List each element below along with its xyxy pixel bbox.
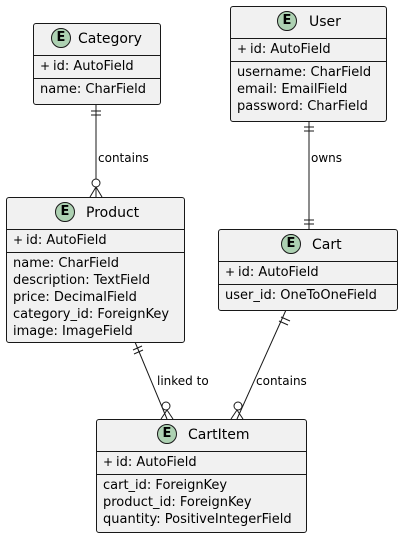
field: name: CharField xyxy=(13,256,120,271)
public-marker: + xyxy=(237,42,248,56)
field: cart_id: ForeignKey xyxy=(103,478,228,493)
entity-title: CartItem xyxy=(188,427,250,443)
fields-section: name: CharField description: TextField p… xyxy=(7,252,184,343)
field: name: CharField xyxy=(40,82,147,97)
key-section: +id: AutoField xyxy=(34,55,160,78)
primary-key-field: id: AutoField xyxy=(53,59,134,74)
entity-category[interactable]: E Category +id: AutoField name: CharFiel… xyxy=(33,23,161,105)
entity-header: E Category xyxy=(34,24,160,55)
public-marker: + xyxy=(13,233,24,247)
entity-badge-icon: E xyxy=(51,28,71,48)
entity-header: E User xyxy=(231,7,386,38)
entity-title: Cart xyxy=(312,237,342,253)
public-marker: + xyxy=(225,265,236,279)
field: user_id: OneToOneField xyxy=(225,288,377,303)
key-section: +id: AutoField xyxy=(7,229,184,252)
field: password: CharField xyxy=(237,99,368,114)
entity-title: Category xyxy=(78,31,142,47)
fields-section: name: CharField xyxy=(34,78,160,101)
entity-header: E Product xyxy=(7,198,184,229)
entity-badge-icon: E xyxy=(157,424,177,444)
entity-cart[interactable]: E Cart +id: AutoField user_id: OneToOneF… xyxy=(218,229,398,311)
public-marker: + xyxy=(40,59,51,73)
entity-user[interactable]: E User +id: AutoField username: CharFiel… xyxy=(230,6,387,122)
field: quantity: PositiveIntegerField xyxy=(103,512,292,527)
public-marker: + xyxy=(103,455,114,469)
relation-cart-cartitem xyxy=(230,309,291,420)
entity-badge-icon: E xyxy=(277,11,297,31)
primary-key-field: id: AutoField xyxy=(250,42,331,57)
field: image: ImageField xyxy=(13,324,133,339)
entity-header: E Cart xyxy=(219,230,397,261)
fields-section: user_id: OneToOneField xyxy=(219,284,397,307)
relation-category-product xyxy=(89,104,103,198)
entity-cartitem[interactable]: E CartItem +id: AutoField cart_id: Forei… xyxy=(96,419,307,533)
entity-title: User xyxy=(309,14,341,30)
entity-badge-icon: E xyxy=(55,202,75,222)
entity-product[interactable]: E Product +id: AutoField name: CharField… xyxy=(6,197,185,343)
relation-product-cartitem xyxy=(132,341,174,420)
key-section: +id: AutoField xyxy=(219,261,397,284)
primary-key-field: id: AutoField xyxy=(26,233,107,248)
entity-badge-icon: E xyxy=(281,234,301,254)
field: category_id: ForeignKey xyxy=(13,307,170,322)
relation-label-category-product: contains xyxy=(98,151,149,165)
relation-label-user-cart: owns xyxy=(311,151,343,165)
field: description: TextField xyxy=(13,273,151,288)
fields-section: username: CharField email: EmailField pa… xyxy=(231,61,386,118)
key-section: +id: AutoField xyxy=(97,451,306,474)
relation-label-cart-cartitem: contains xyxy=(256,374,307,388)
field: email: EmailField xyxy=(237,82,348,97)
entity-title: Product xyxy=(86,205,140,221)
entity-header: E CartItem xyxy=(97,420,306,451)
primary-key-field: id: AutoField xyxy=(116,455,197,470)
primary-key-field: id: AutoField xyxy=(238,265,319,280)
field: username: CharField xyxy=(237,65,372,80)
field: product_id: ForeignKey xyxy=(103,495,252,510)
fields-section: cart_id: ForeignKey product_id: ForeignK… xyxy=(97,474,306,531)
field: price: DecimalField xyxy=(13,290,137,305)
relation-user-cart xyxy=(304,121,314,230)
relation-label-product-cartitem: linked to xyxy=(157,374,209,388)
key-section: +id: AutoField xyxy=(231,38,386,61)
